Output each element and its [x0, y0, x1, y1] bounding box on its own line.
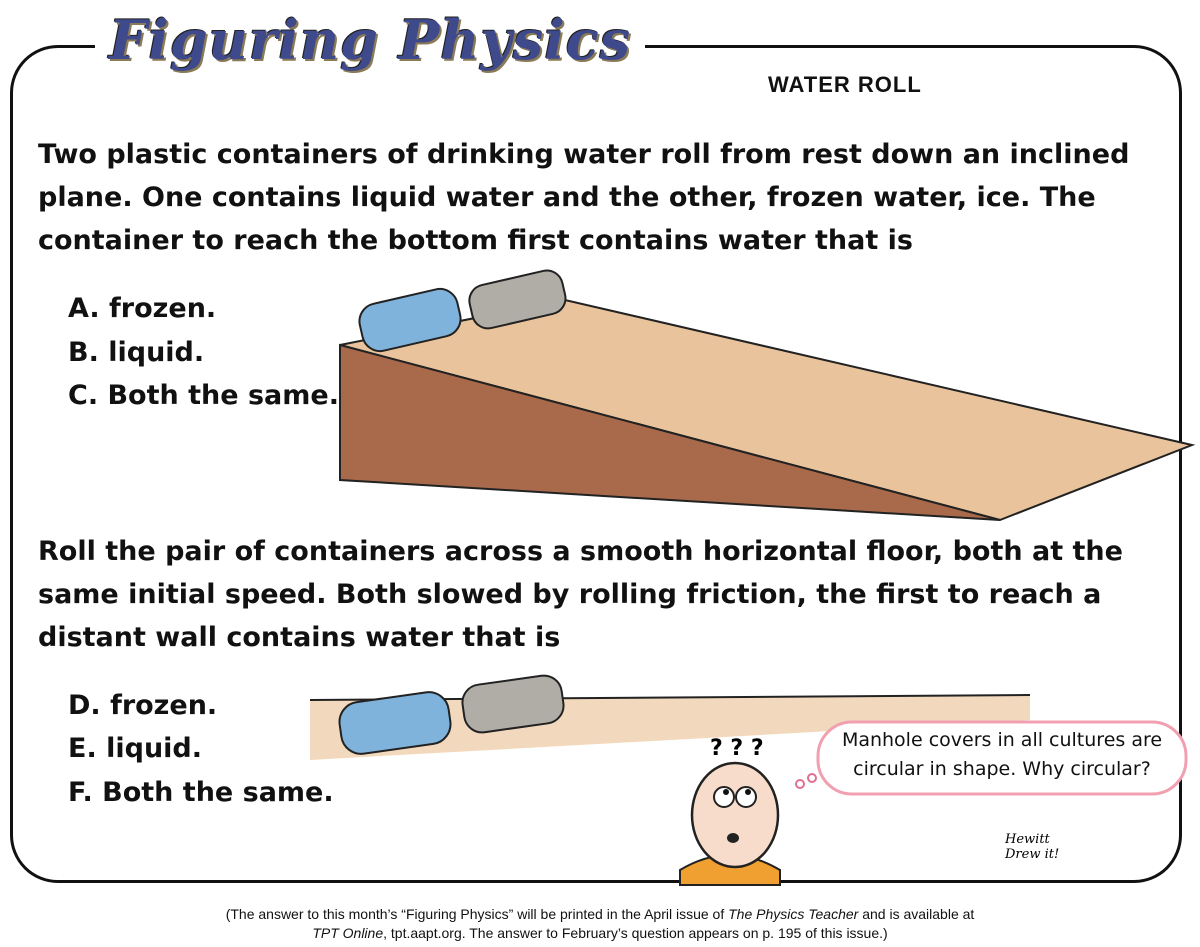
- signature: Hewitt Drew it!: [1005, 832, 1059, 862]
- ramp-water-bottle: [358, 287, 462, 353]
- journal-name: The Physics Teacher: [728, 906, 859, 922]
- caption-text: (The answer to this month’s “Figuring Ph…: [225, 906, 729, 922]
- option-f: F. Both the same.: [68, 777, 334, 808]
- signature-line-2: Drew it!: [1005, 847, 1060, 862]
- answer-caption: (The answer to this month’s “Figuring Ph…: [0, 905, 1200, 943]
- tpt-online: TPT Online: [312, 925, 384, 941]
- option-d: D. frozen.: [68, 690, 218, 721]
- option-a: A. frozen.: [68, 293, 217, 324]
- question-marks: ? ? ?: [710, 736, 764, 761]
- bubble-line-1: Manhole covers in all cultures are: [841, 729, 1163, 751]
- thought-bubble-text: Manhole covers in all cultures are circu…: [822, 726, 1182, 784]
- inclined-plane: [339, 298, 1196, 522]
- question2-text: Roll the pair of containers across a smo…: [38, 536, 1123, 653]
- ramp-ice-bottle: [468, 269, 567, 330]
- bubble-line-2: circular in shape. Why circular?: [853, 758, 1151, 780]
- caption-text: , tpt.aapt.org. The answer to February’s…: [383, 925, 888, 941]
- option-c: C. Both the same.: [68, 380, 339, 411]
- thinking-boy: [679, 761, 781, 886]
- figuring-physics-logo: Figuring Physics: [95, 8, 646, 72]
- thought-bubble: [795, 720, 1188, 796]
- floor-ice-bottle: [461, 674, 565, 734]
- puzzle-title: WATER ROLL: [768, 72, 922, 97]
- caption-text: and is available at: [858, 906, 975, 922]
- option-e: E. liquid.: [68, 733, 202, 764]
- question1-text: Two plastic containers of drinking water…: [38, 139, 1130, 256]
- floor-water-bottle: [338, 691, 452, 755]
- option-b: B. liquid.: [68, 337, 205, 368]
- signature-line-1: Hewitt: [1005, 832, 1050, 847]
